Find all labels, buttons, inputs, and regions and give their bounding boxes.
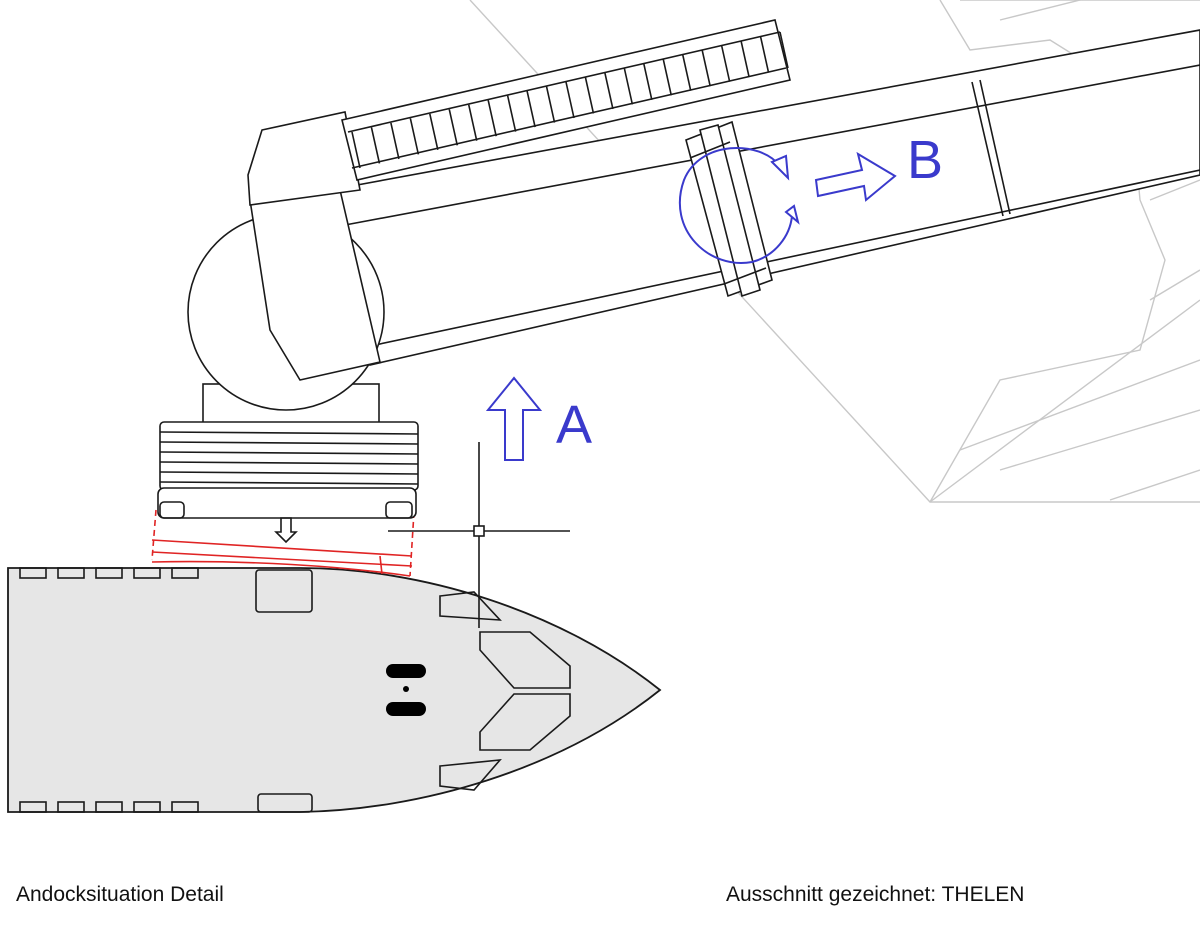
ladder-rung	[604, 72, 614, 110]
ladder-rung	[390, 122, 400, 160]
bow-windows	[439, 591, 571, 791]
boarding-arm	[187, 29, 1200, 411]
bollard-icon	[386, 664, 426, 716]
arrow-b-label: B	[907, 130, 944, 190]
caption-title: Andocksituation Detail	[16, 883, 224, 906]
arrow-right-icon	[814, 151, 897, 202]
ladder-rung	[720, 45, 731, 82]
ship-hull	[7, 567, 662, 813]
rotation-collar	[685, 120, 773, 298]
ladder-rung	[740, 40, 750, 78]
ladder	[341, 19, 791, 181]
ladder-rung	[662, 59, 673, 96]
ladder-rung	[351, 131, 361, 169]
bellows	[157, 383, 419, 544]
rotation-arrow-icon	[678, 147, 800, 265]
contact-seal-zone	[151, 509, 415, 577]
ladder-rung	[584, 77, 595, 114]
ladder-rung	[448, 109, 459, 146]
ladder-rung	[526, 90, 536, 128]
deck-slots-top	[19, 567, 199, 579]
ladder-rung	[701, 50, 711, 87]
ladder-rung	[429, 113, 439, 150]
arrow-up-icon	[485, 376, 543, 461]
ladder-rung	[759, 36, 770, 73]
deck-slots-bottom	[19, 801, 199, 813]
arrow-a-label: A	[556, 395, 593, 455]
ladder-rung	[779, 31, 789, 69]
ladder-rung	[643, 63, 653, 100]
caption-author: Ausschnitt gezeichnet: THELEN	[726, 883, 1025, 906]
ladder-rung	[623, 68, 634, 105]
ladder-rung	[506, 95, 517, 132]
ladder-rung	[487, 100, 497, 137]
ladder-rung	[545, 86, 556, 123]
ladder-rung	[565, 81, 575, 119]
ladder-rung	[370, 127, 381, 164]
crosshair-icon	[388, 442, 570, 628]
ladder-rung	[409, 118, 420, 155]
ladder-rung	[681, 54, 692, 91]
ladder-rung	[467, 104, 478, 141]
